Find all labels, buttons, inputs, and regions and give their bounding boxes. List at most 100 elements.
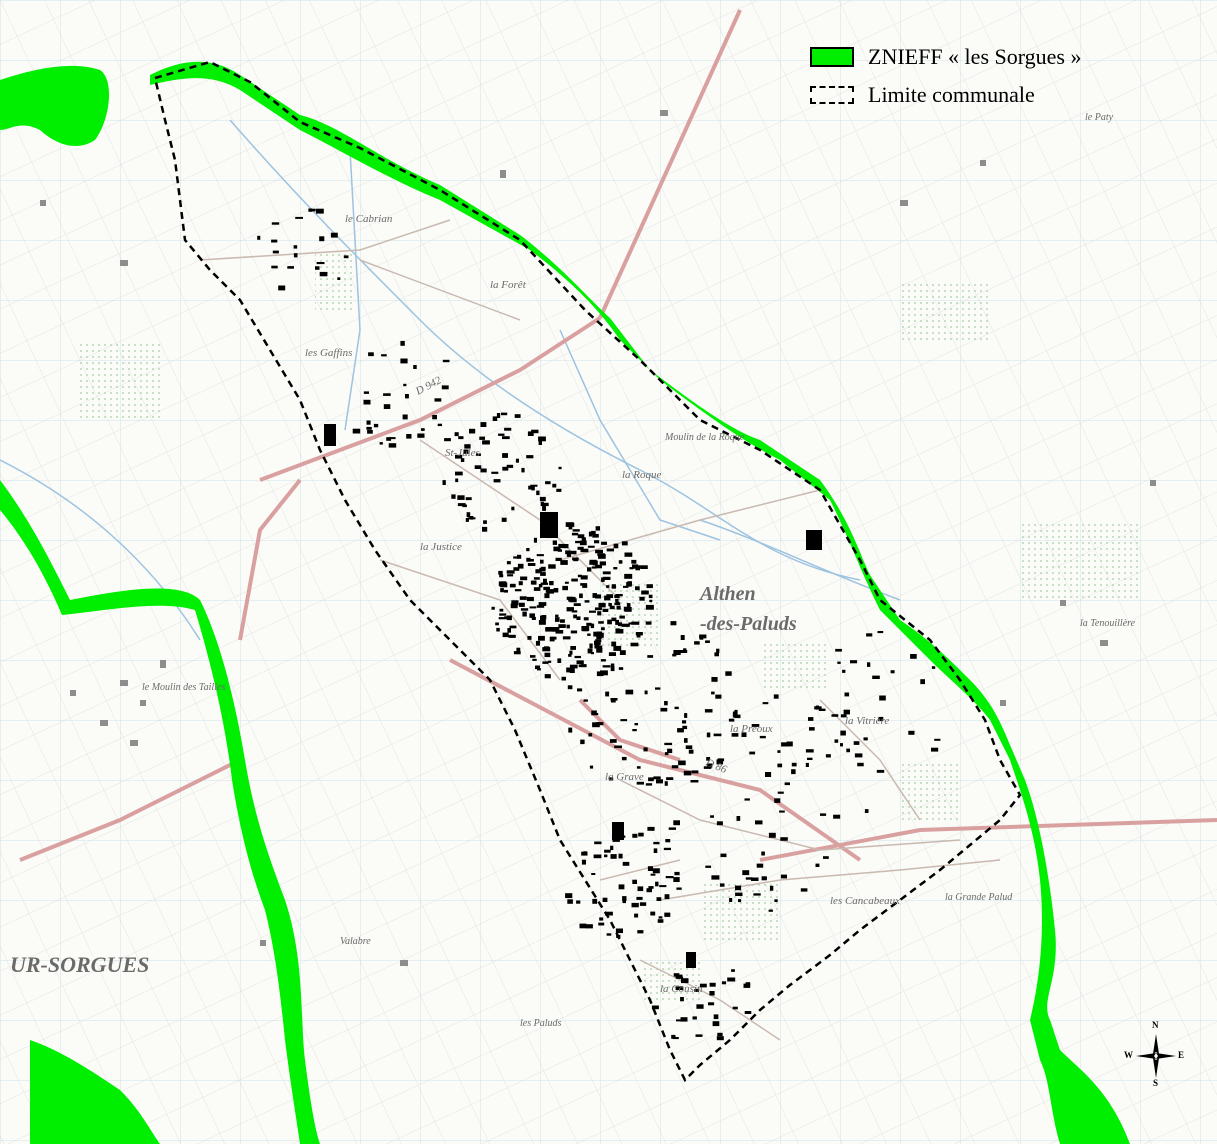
building — [562, 585, 568, 591]
building — [890, 670, 895, 674]
building — [624, 607, 632, 612]
building — [591, 566, 597, 569]
building — [639, 596, 645, 601]
building — [573, 603, 581, 606]
building — [451, 494, 456, 499]
building — [672, 653, 677, 657]
building — [595, 526, 600, 531]
building — [768, 832, 776, 838]
building — [734, 714, 741, 719]
building — [507, 574, 514, 577]
building — [572, 557, 579, 561]
orchard-areas — [80, 250, 1140, 1000]
label-moulin-des-tailles: le Moulin des Tailles — [142, 682, 225, 693]
building — [506, 615, 512, 621]
compass-e: E — [1178, 1050, 1185, 1060]
building — [631, 902, 639, 908]
building — [491, 606, 495, 610]
building — [569, 598, 577, 603]
building — [738, 899, 742, 903]
building — [479, 436, 485, 440]
building — [850, 660, 858, 664]
building — [566, 667, 572, 673]
building — [548, 564, 556, 569]
building — [511, 506, 515, 511]
building — [624, 552, 633, 557]
building — [844, 692, 850, 697]
building — [705, 865, 712, 868]
building — [604, 849, 611, 853]
building — [699, 634, 707, 639]
building — [582, 584, 588, 588]
building — [547, 660, 552, 663]
town-name-line1: Althen — [698, 583, 756, 605]
building — [620, 719, 628, 722]
building — [598, 922, 605, 926]
building — [840, 714, 847, 718]
building — [635, 632, 643, 636]
building — [502, 466, 509, 471]
building — [630, 642, 639, 647]
building — [432, 415, 437, 420]
building — [648, 777, 654, 782]
label-la-grave: la Grave — [605, 771, 644, 783]
building — [417, 433, 425, 438]
building — [732, 712, 737, 718]
building — [632, 833, 638, 838]
building — [562, 636, 571, 640]
building — [777, 750, 781, 753]
building — [621, 756, 627, 761]
building — [636, 896, 643, 900]
building — [645, 621, 652, 625]
building — [577, 546, 584, 550]
building — [521, 467, 525, 473]
building — [672, 1037, 679, 1040]
building — [634, 723, 638, 726]
building — [552, 540, 557, 545]
building — [590, 623, 595, 629]
building — [540, 582, 548, 585]
building — [780, 837, 788, 841]
building — [455, 478, 459, 483]
building — [558, 466, 562, 470]
building — [627, 581, 632, 586]
building — [625, 623, 630, 627]
building — [680, 997, 684, 1002]
building — [544, 652, 551, 658]
building — [716, 1036, 724, 1041]
building — [498, 570, 503, 575]
building — [568, 526, 573, 530]
building — [606, 594, 614, 598]
building — [570, 630, 578, 634]
building — [707, 763, 713, 768]
building — [571, 610, 578, 613]
building — [563, 544, 569, 549]
building — [878, 716, 884, 722]
large-building — [612, 822, 624, 840]
building — [584, 600, 590, 603]
building — [509, 625, 517, 629]
building — [833, 814, 841, 819]
building — [388, 437, 396, 440]
building — [594, 607, 602, 611]
building — [745, 877, 753, 880]
building — [716, 648, 720, 653]
building — [614, 602, 621, 606]
building — [725, 671, 732, 676]
building — [791, 762, 797, 767]
compass-n: N — [1152, 1020, 1159, 1030]
building — [651, 1005, 659, 1010]
label-le-cabrian: le Cabrian — [345, 213, 393, 225]
building — [566, 624, 570, 629]
building — [688, 749, 694, 754]
label-la-vitriere: la Vitrière — [845, 715, 889, 727]
building — [598, 632, 604, 638]
building — [761, 851, 765, 856]
building — [677, 728, 684, 733]
building — [508, 634, 516, 638]
building — [591, 713, 599, 715]
building — [644, 690, 648, 695]
building — [558, 624, 566, 628]
building — [538, 440, 542, 445]
building — [636, 766, 641, 769]
